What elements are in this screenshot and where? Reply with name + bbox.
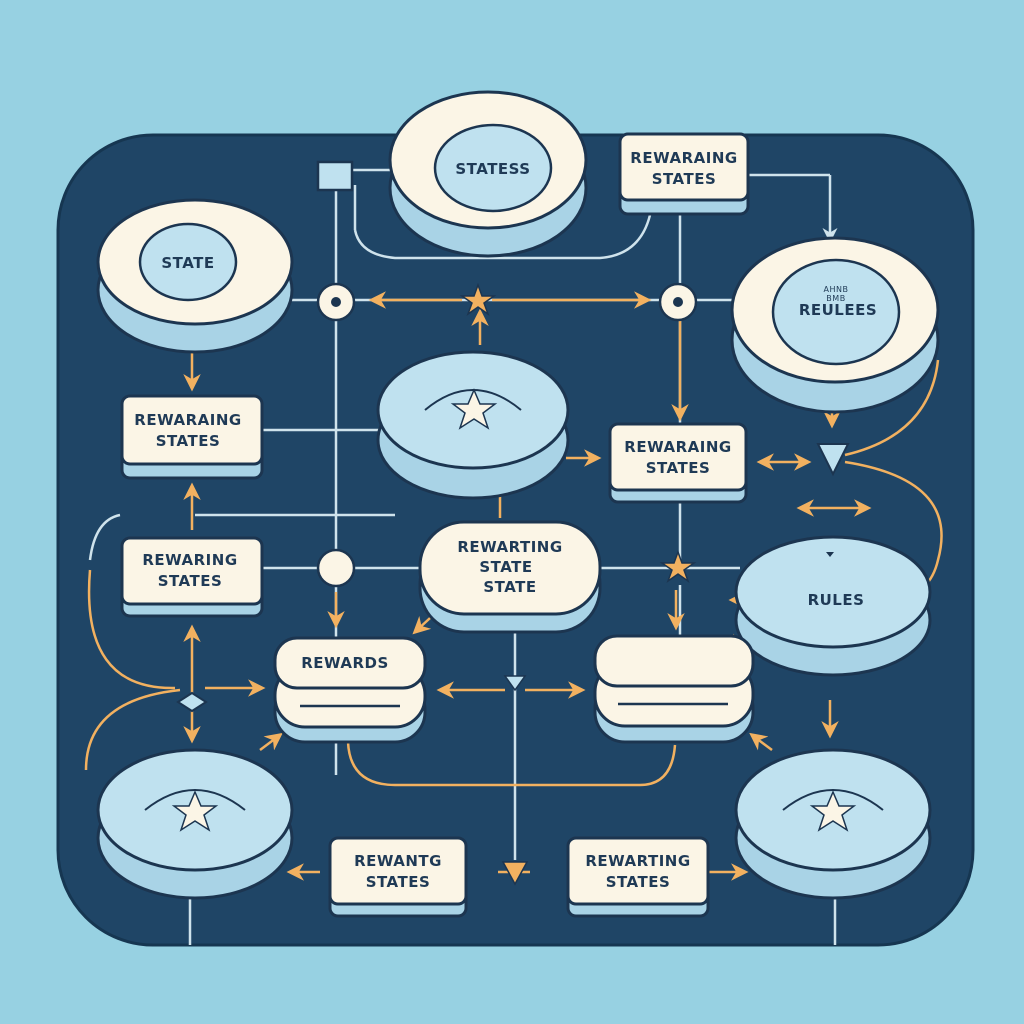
node-label-line2: STATES	[156, 432, 221, 450]
star-icon	[450, 388, 498, 430]
node-label-line2: STATES	[646, 459, 711, 477]
node-label-line2: STATES	[606, 873, 671, 891]
node-label-line2: STATES	[158, 572, 223, 590]
node-star-center	[376, 350, 570, 500]
node-star-bottom-left	[96, 748, 294, 900]
node-label-line1: REWARAING	[134, 411, 241, 429]
node-rewarding-left-2: REWARING STATES	[120, 536, 264, 618]
junction-square	[316, 160, 354, 192]
diamond-icon	[176, 691, 208, 713]
star-marker-icon	[459, 282, 497, 316]
node-star-bottom-right	[734, 748, 932, 900]
node-label-line1: REWARAING	[624, 438, 731, 456]
node-label: RULES	[808, 591, 865, 609]
node-label-line2: STATE	[479, 558, 532, 576]
triangle-down-icon	[816, 443, 850, 477]
node-label-line2: STATES	[652, 170, 717, 188]
node-label: STATESS	[455, 160, 530, 178]
node-rewarding-top: REWARAING STATES	[618, 132, 750, 216]
node-state-left: STATE	[96, 198, 294, 354]
node-blank-stack	[593, 634, 755, 744]
node-label-line3: STATE	[483, 578, 536, 596]
node-rules-mid: RULES	[734, 535, 932, 677]
node-rewarting-bottom: REWARTING STATES	[566, 836, 710, 918]
node-rewarding-mid-right: REWARAING STATES	[608, 422, 748, 504]
node-rewantg-bottom: REWANTG STATES	[328, 836, 468, 918]
star-icon	[171, 790, 219, 832]
node-label-line1: REWARING	[142, 551, 237, 569]
node-rewards: REWARDS	[273, 636, 427, 744]
star-icon	[809, 790, 857, 832]
junctions	[176, 160, 850, 886]
junction-dot-center	[331, 297, 341, 307]
star-marker-icon	[659, 549, 697, 583]
node-label-line1: REWARTING	[457, 538, 562, 556]
node-label: REWARDS	[301, 654, 389, 672]
junction-dot	[316, 548, 356, 588]
node-rewarting-center: REWARTING STATE STATE	[418, 520, 602, 634]
node-label: REULEES	[799, 301, 877, 319]
triangle-down-icon	[501, 861, 529, 886]
node-label: STATE	[161, 254, 214, 272]
node-rewarding-left-1: REWARAING STATES	[120, 394, 264, 480]
node-label-line1: REWARAING	[630, 149, 737, 167]
junction-dot-center	[673, 297, 683, 307]
node-states-top: STATESS	[388, 90, 588, 258]
triangle-down-icon	[503, 675, 527, 692]
node-label-line2: STATES	[366, 873, 431, 891]
node-label-line1: REWANTG	[354, 852, 442, 870]
node-label-line1: REWARTING	[585, 852, 690, 870]
